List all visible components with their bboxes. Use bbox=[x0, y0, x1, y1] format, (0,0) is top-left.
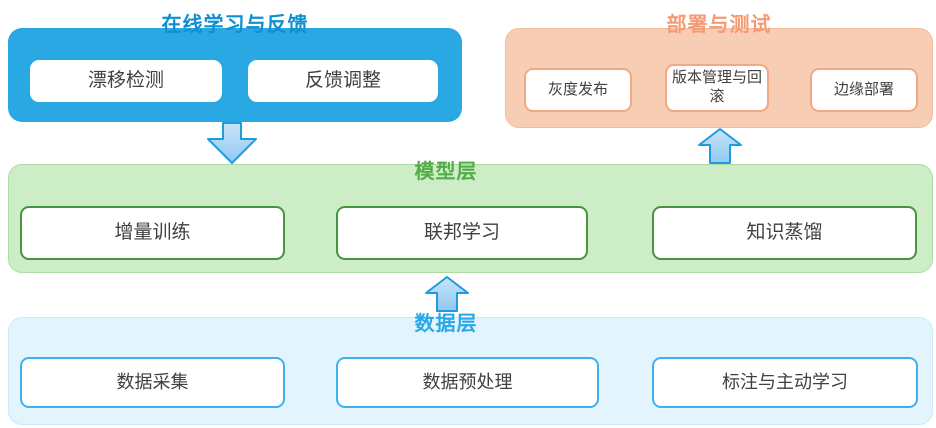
node-annotation-active-learning: 标注与主动学习 bbox=[652, 357, 918, 408]
model-layer-title: 模型层 bbox=[414, 161, 478, 183]
node-knowledge-distillation: 知识蒸馏 bbox=[652, 206, 917, 260]
node-feedback-adjustment: 反馈调整 bbox=[248, 60, 438, 102]
block-arrow-down-icon bbox=[207, 122, 257, 164]
data-layer-title: 数据层 bbox=[414, 313, 478, 335]
deploy-layer-title: 部署与测试 bbox=[666, 14, 772, 36]
node-gray-release: 灰度发布 bbox=[524, 68, 632, 112]
block-arrow-up-icon bbox=[425, 276, 469, 312]
node-federated-learning: 联邦学习 bbox=[336, 206, 588, 260]
node-incremental-training: 增量训练 bbox=[20, 206, 285, 260]
node-version-management-rollback: 版本管理与回滚 bbox=[665, 64, 769, 112]
online-layer-title: 在线学习与反馈 bbox=[161, 14, 309, 36]
node-data-collection: 数据采集 bbox=[20, 357, 285, 408]
node-data-preprocessing: 数据预处理 bbox=[336, 357, 599, 408]
block-arrow-up-icon bbox=[698, 128, 742, 164]
node-edge-deployment: 边缘部署 bbox=[810, 68, 918, 112]
node-drift-detection: 漂移检测 bbox=[30, 60, 222, 102]
